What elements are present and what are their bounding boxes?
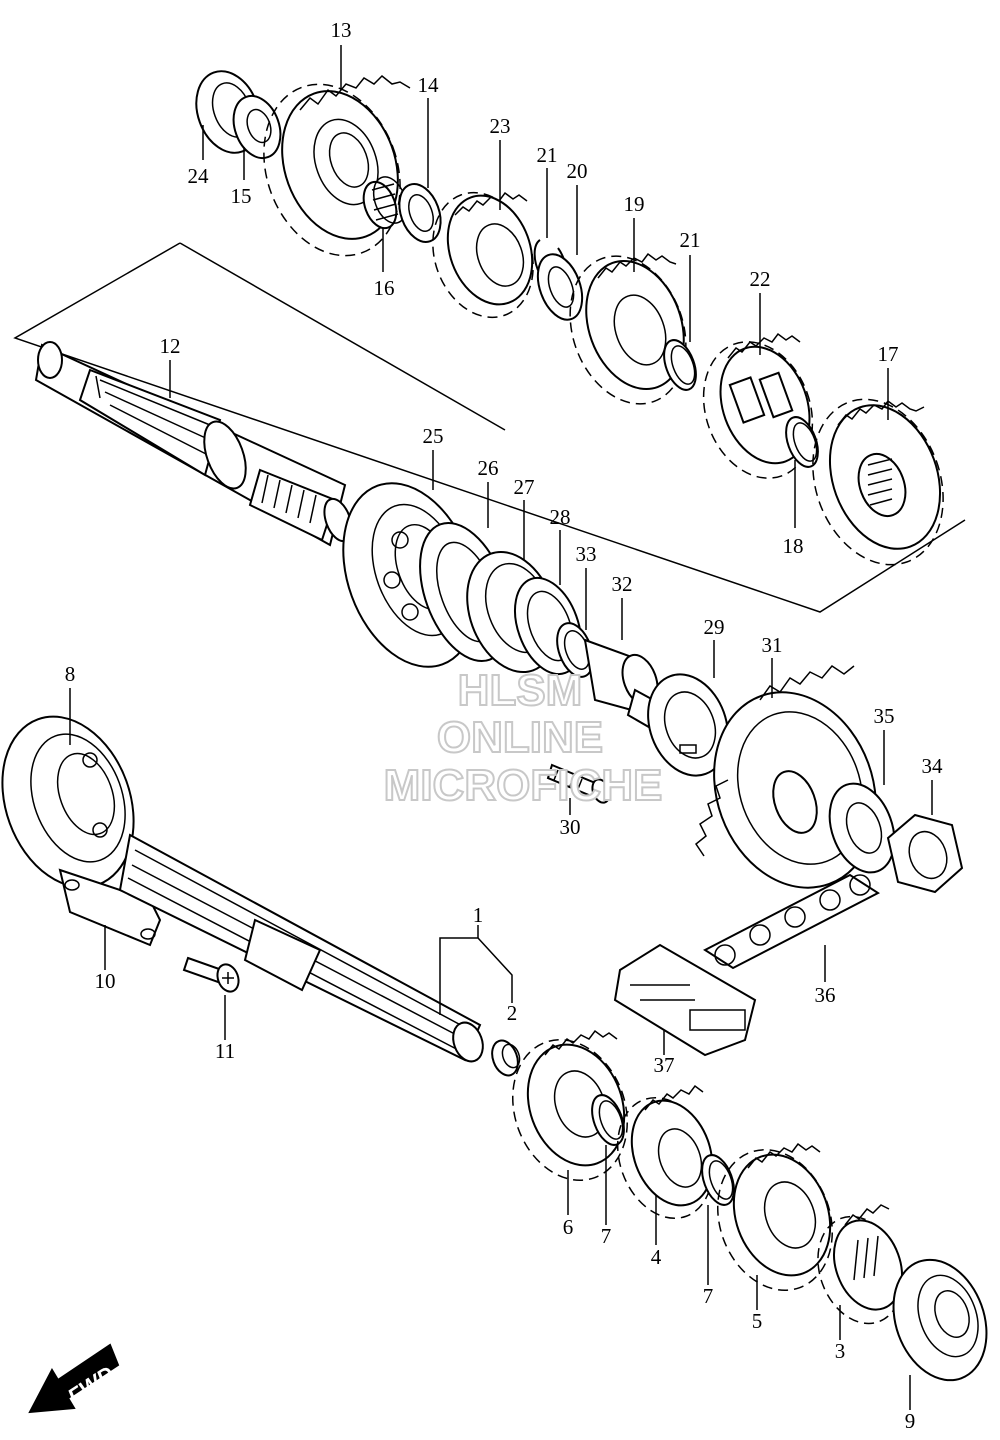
watermark: HLSM ONLINE MICROFICHE <box>383 665 664 811</box>
gear-22 <box>702 332 814 479</box>
chain-36 <box>703 873 880 970</box>
label-7-lower: 7 <box>703 1284 714 1308</box>
screw-11 <box>182 956 240 993</box>
label-36: 36 <box>815 983 836 1007</box>
label-24: 24 <box>188 164 210 188</box>
label-6: 6 <box>563 1215 574 1239</box>
label-5: 5 <box>752 1309 763 1333</box>
washer-14 <box>398 183 442 243</box>
gear-23 <box>432 191 534 319</box>
label-10: 10 <box>95 969 116 993</box>
circlip-7-lower <box>701 1154 735 1206</box>
label-26: 26 <box>478 456 499 480</box>
countershaft-12 <box>34 341 353 547</box>
leader-lines <box>69 45 933 1410</box>
circlip-7-upper <box>591 1094 625 1146</box>
gear-19 <box>569 252 687 405</box>
bolt-30 <box>546 763 611 804</box>
label-28: 28 <box>550 505 571 529</box>
label-1: 1 <box>473 903 484 927</box>
label-21-lower: 21 <box>680 228 701 252</box>
label-13: 13 <box>331 18 352 42</box>
label-15: 15 <box>231 184 252 208</box>
upper-assembly-frame <box>13 242 966 613</box>
circlip-18 <box>785 416 819 468</box>
label-9: 9 <box>905 1409 916 1433</box>
label-4: 4 <box>651 1245 662 1269</box>
gear-4 <box>616 1084 714 1220</box>
label-18: 18 <box>783 534 804 558</box>
label-31: 31 <box>762 633 783 657</box>
gear-13 <box>263 74 411 257</box>
master-link-37 <box>613 943 757 1057</box>
label-35: 35 <box>874 704 895 728</box>
gear-3 <box>817 1204 903 1325</box>
label-3: 3 <box>835 1339 846 1363</box>
label-8: 8 <box>65 662 76 686</box>
label-16: 16 <box>374 276 395 300</box>
label-17: 17 <box>878 342 899 366</box>
nut-34 <box>886 813 964 894</box>
label-27: 27 <box>514 475 535 499</box>
bearing-9 <box>892 1258 988 1382</box>
plate-29 <box>647 673 729 777</box>
label-11: 11 <box>215 1039 235 1063</box>
label-14: 14 <box>418 73 440 97</box>
label-21-upper: 21 <box>537 143 558 167</box>
label-19: 19 <box>624 192 645 216</box>
watermark-line-1: HLSM <box>458 666 583 715</box>
washer-20 <box>536 253 584 321</box>
label-2: 2 <box>507 1001 518 1025</box>
label-30: 30 <box>560 815 581 839</box>
label-33: 33 <box>576 542 597 566</box>
watermark-line-2: ONLINE <box>437 713 603 762</box>
main-shaft-1 <box>118 833 484 1063</box>
label-23: 23 <box>490 114 511 138</box>
label-12: 12 <box>160 334 181 358</box>
bearing-8 <box>1 715 135 889</box>
label-34: 34 <box>922 754 944 778</box>
label-20: 20 <box>567 159 588 183</box>
label-25: 25 <box>423 424 444 448</box>
label-29: 29 <box>704 615 725 639</box>
bushing-2 <box>491 1039 521 1077</box>
watermark-line-3: MICROFICHE <box>384 761 663 810</box>
gear-5 <box>717 1142 833 1291</box>
label-7-upper: 7 <box>601 1224 612 1248</box>
washer-35 <box>828 782 896 874</box>
label-32: 32 <box>612 572 633 596</box>
fwd-arrow: FWD <box>28 1343 120 1414</box>
label-22: 22 <box>750 267 771 291</box>
circlip-21-lower <box>663 339 697 391</box>
part-labels: 13 14 24 15 16 23 21 20 19 21 22 17 18 1… <box>65 18 943 1433</box>
gear-17 <box>812 398 944 566</box>
label-37: 37 <box>654 1053 675 1077</box>
